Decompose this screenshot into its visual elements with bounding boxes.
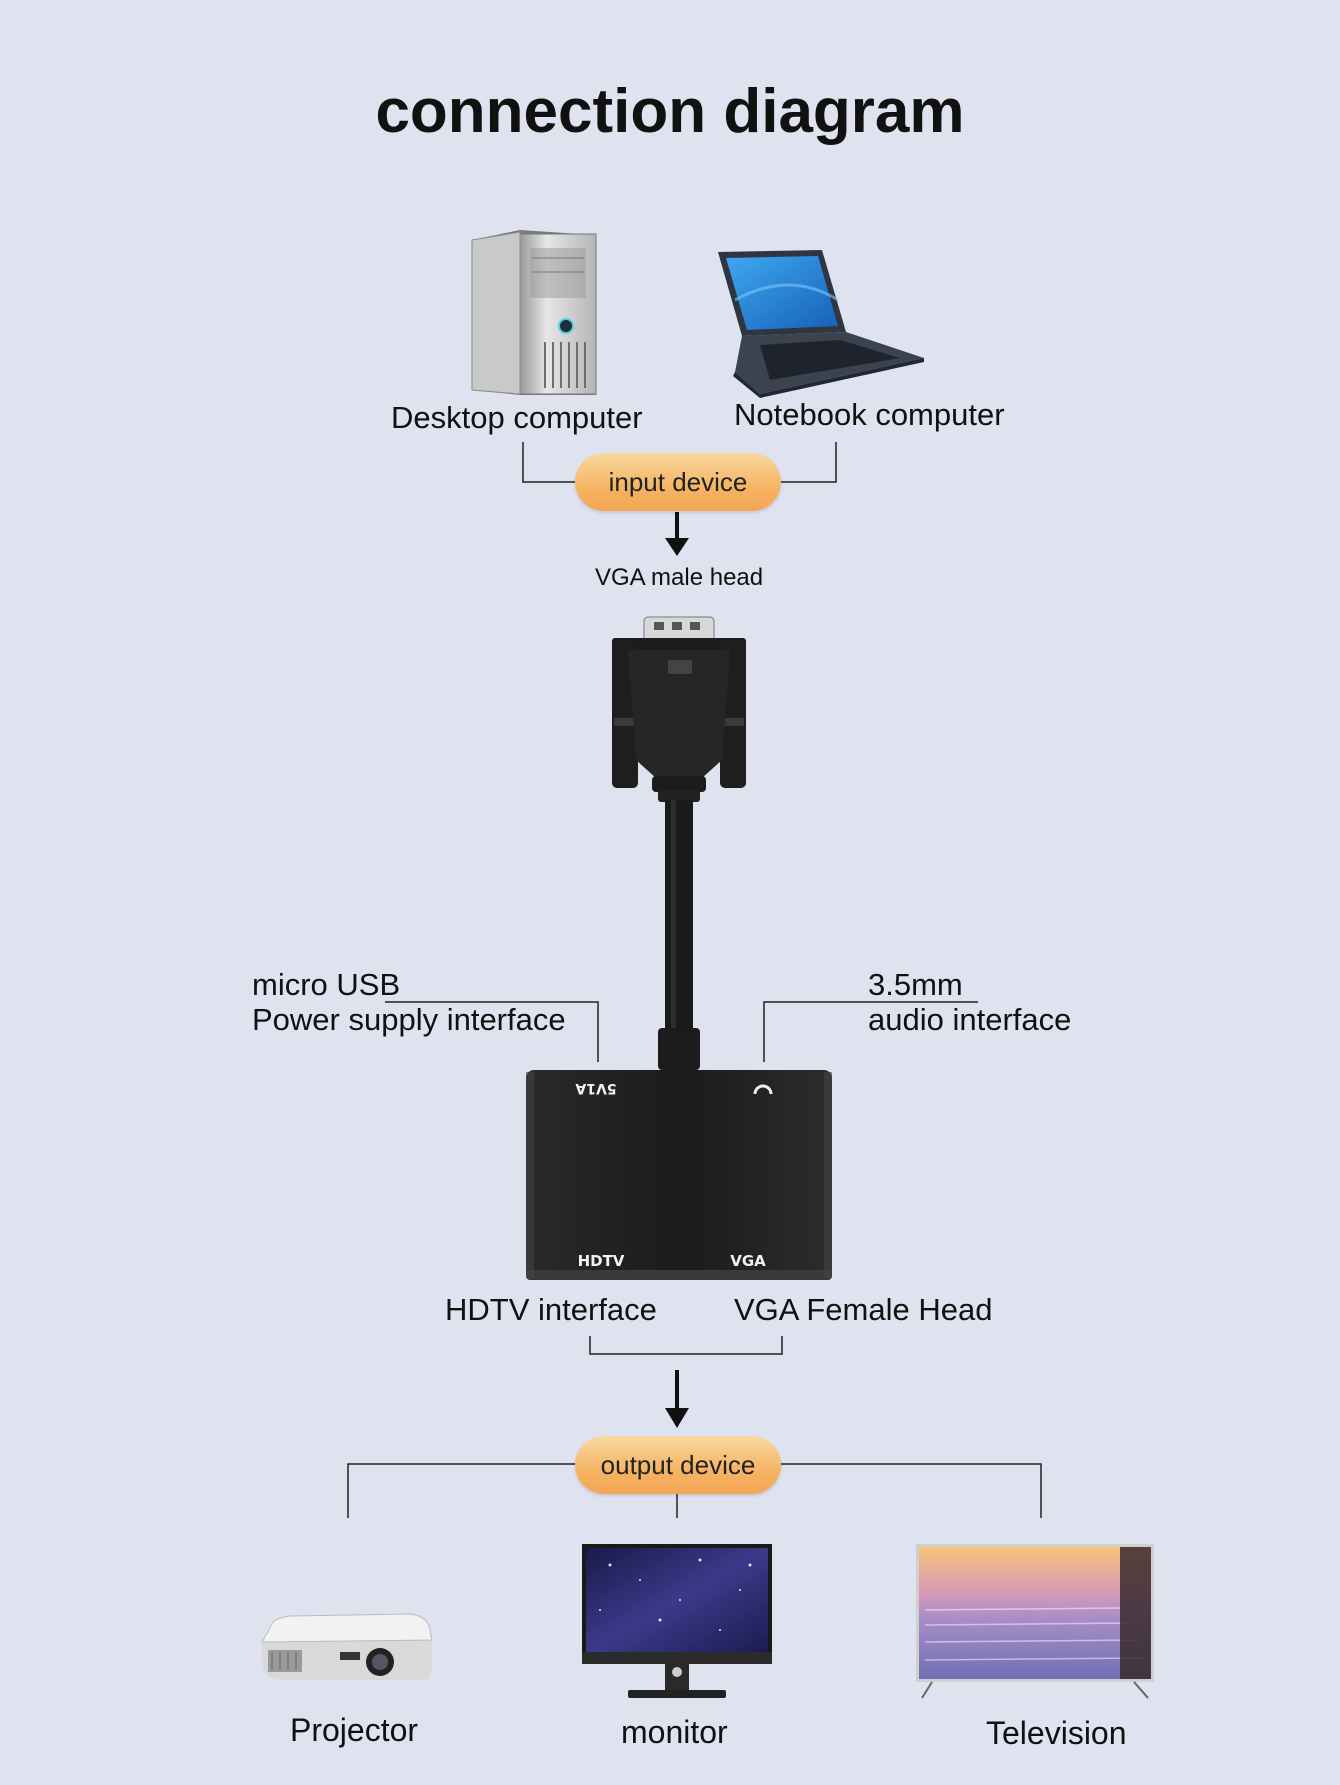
diagram-title: connection diagram — [375, 77, 965, 146]
audio-interface-label: audio interface — [868, 1002, 1072, 1037]
output-bracket — [589, 1336, 783, 1355]
vga-male-head-label: VGA male head — [595, 564, 764, 591]
vga-connector-icon — [612, 616, 746, 1070]
arrow-down-input — [665, 512, 689, 556]
input-bracket — [522, 442, 837, 483]
projector-icon — [261, 1613, 433, 1680]
monitor-icon — [582, 1544, 772, 1698]
port-label-power: 5V1A — [575, 1080, 616, 1096]
vga-female-head-label: VGA Female Head — [734, 1292, 993, 1327]
laptop-icon — [718, 250, 924, 398]
output-device-pill: output device — [575, 1436, 781, 1494]
headphone-icon — [753, 1084, 773, 1095]
audio-size-label: 3.5mm — [868, 967, 963, 1002]
desktop-computer-label: Desktop computer — [391, 400, 643, 435]
output-distribution-lines — [347, 1463, 1042, 1518]
arrow-down-output — [665, 1370, 689, 1428]
port-label-hdtv: HDTV — [578, 1252, 625, 1270]
television-icon — [916, 1544, 1154, 1699]
television-label: Television — [986, 1715, 1127, 1751]
power-supply-interface-label: Power supply interface — [252, 1002, 566, 1037]
port-label-vga: VGA — [730, 1252, 766, 1270]
adapter-pointer-lines — [385, 1001, 978, 1062]
micro-usb-label: micro USB — [252, 967, 401, 1002]
hdtv-interface-label: HDTV interface — [445, 1292, 657, 1327]
projector-label: Projector — [290, 1712, 419, 1748]
adapter-box-icon: 5V1A HDTV VGA — [526, 1070, 832, 1280]
monitor-label: monitor — [621, 1714, 728, 1750]
notebook-computer-label: Notebook computer — [734, 397, 1005, 432]
input-device-pill: input device — [575, 453, 781, 511]
desktop-tower-icon — [471, 230, 597, 395]
